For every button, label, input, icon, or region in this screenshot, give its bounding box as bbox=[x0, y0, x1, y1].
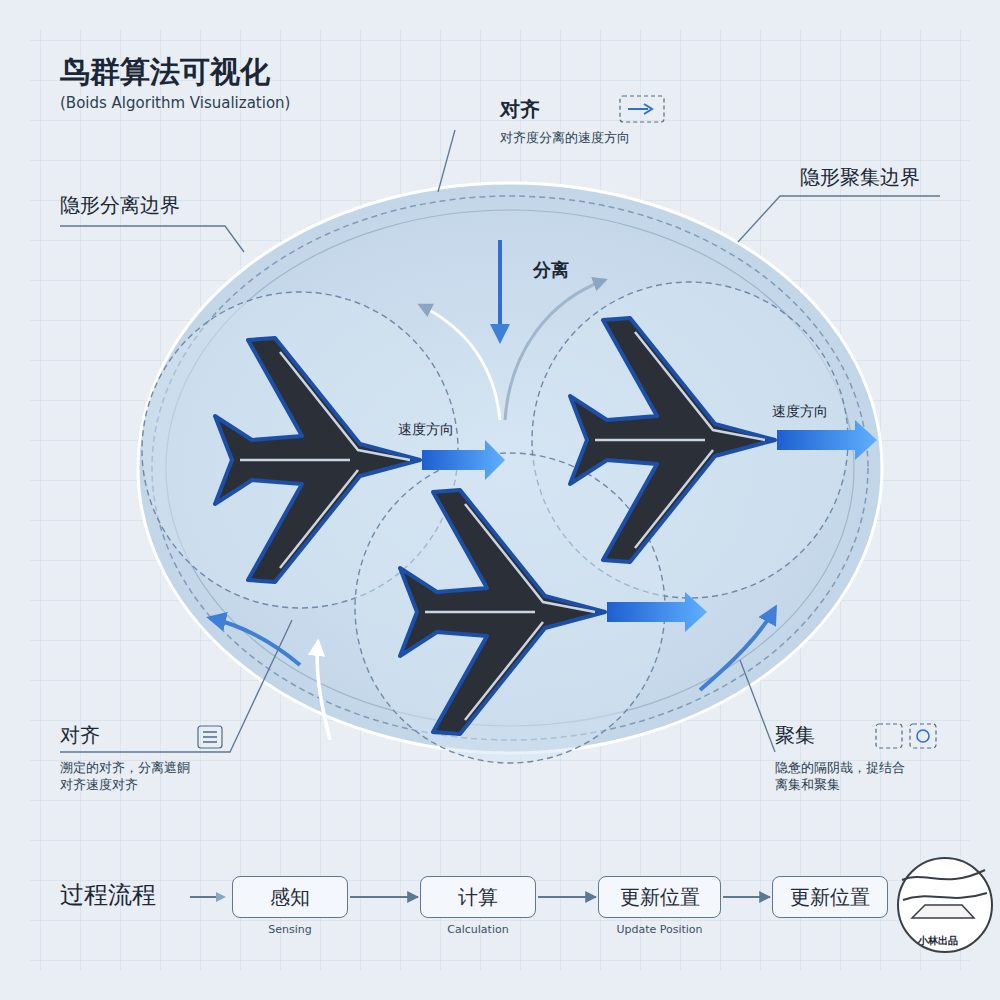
flow-arrow bbox=[538, 896, 596, 898]
process-box: 感知Sensing bbox=[232, 876, 348, 918]
diagram-title: 鸟群算法可视化 bbox=[60, 52, 270, 91]
box-text: 感知 bbox=[270, 884, 310, 911]
watermark: 小林出品 bbox=[918, 934, 958, 947]
callout-title: 对齐 bbox=[500, 96, 540, 122]
velocity-label: 速度方向 bbox=[772, 402, 828, 420]
callout-text: 对齐度分离的速度方向 bbox=[500, 130, 630, 147]
callout-title: 对齐 bbox=[60, 722, 100, 748]
box-text: 计算 bbox=[458, 884, 498, 911]
subtitle: (Boids Algorithm Visualization) bbox=[60, 94, 290, 114]
callout-text: 溯定的对齐，分离遮餇 对齐速度对齐 bbox=[60, 760, 200, 794]
box-text: 更新位置 bbox=[620, 884, 700, 911]
boundary-label: 隐形分离边界 bbox=[60, 192, 180, 218]
flow-arrow bbox=[350, 896, 418, 898]
box-subtext: Sensing bbox=[233, 923, 347, 936]
flow-heading: 过程流程 bbox=[60, 880, 156, 911]
callout-title: 聚集 bbox=[775, 722, 815, 748]
process-box: 更新位置 bbox=[772, 876, 888, 918]
process-box: 更新位置Update Position bbox=[598, 876, 721, 918]
callout-text: 隐惫的隔阴哉，捉结合 离集和聚集 bbox=[775, 760, 915, 794]
box-subtext: Update Position bbox=[599, 923, 720, 936]
process-box: 计算Calculation bbox=[420, 876, 536, 918]
box-subtext: Calculation bbox=[421, 923, 535, 936]
velocity-label: 速度方向 bbox=[398, 420, 454, 438]
force-label: 分离 bbox=[533, 258, 569, 281]
box-text: 更新位置 bbox=[790, 884, 870, 911]
boundary-label: 隐形聚集边界 bbox=[800, 164, 920, 190]
flow-arrow bbox=[723, 896, 770, 898]
